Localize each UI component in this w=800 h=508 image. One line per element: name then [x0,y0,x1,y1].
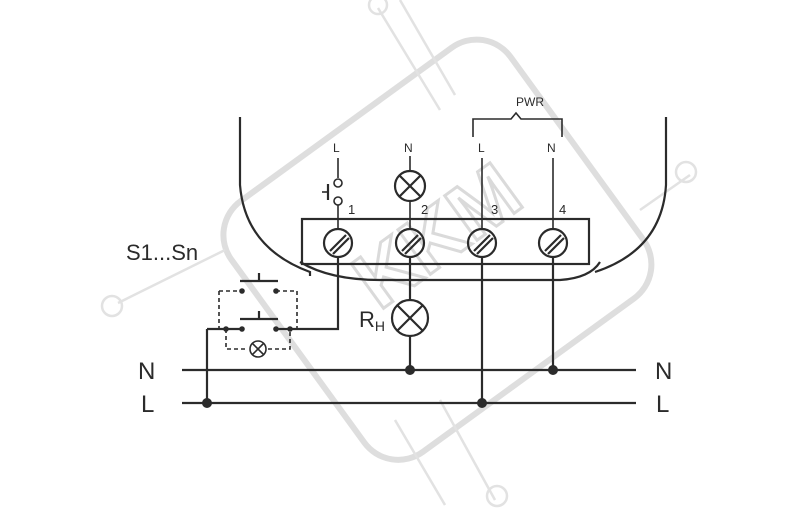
power-label: PWR [516,95,544,109]
device-housing [238,117,668,276]
terminal-number-3: 3 [491,202,498,217]
power-bracket: PWR L N [472,95,563,229]
terminal-screw-4 [537,227,569,259]
bus-lines [182,365,636,408]
watermark-text: KKM [337,146,537,325]
bus-label-l-left: L [141,391,154,418]
internal-lamp: N [393,141,427,229]
switch-group-label: S1...Sn [126,240,198,265]
terminal-number-4: 4 [559,202,566,217]
load-label-main: R [359,307,375,332]
internal-contact: L [322,141,343,229]
load-lamp: RH [359,257,430,370]
top-label-l-1: L [333,141,340,155]
top-label-n-4: N [547,141,556,155]
terminal-block [300,217,591,266]
terminal-number-1: 1 [348,202,355,217]
load-label: RH [359,307,385,334]
top-label-l-3: L [478,141,485,155]
bus-label-n-right: N [655,358,672,385]
load-label-sub: H [375,318,385,334]
bus-label-l-right: L [656,391,669,418]
bus-label-n-left: N [138,358,155,385]
top-label-n-2: N [404,141,413,155]
terminal-number-2: 2 [421,202,428,217]
push-button-group: S1...Sn [126,240,298,403]
